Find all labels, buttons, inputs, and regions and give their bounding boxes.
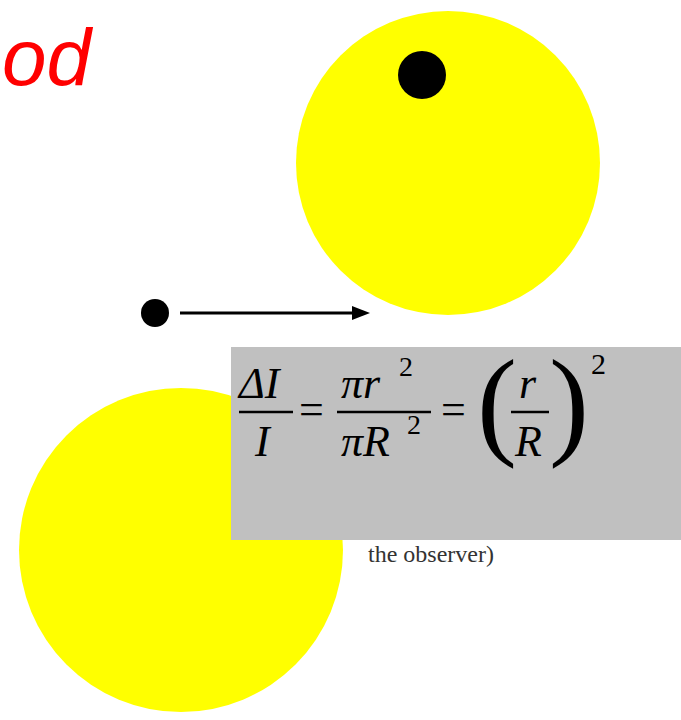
formula-term: πR bbox=[341, 420, 390, 464]
star-disk bbox=[296, 11, 600, 315]
formula-term: = bbox=[441, 388, 466, 432]
formula-box: ΔII=πr2πR2=(rR)2 bbox=[231, 347, 681, 540]
formula-term: = bbox=[299, 388, 324, 432]
formula-term: 2 bbox=[407, 411, 421, 439]
note-text: the observer) bbox=[368, 542, 494, 566]
formula-term: r bbox=[519, 362, 536, 406]
arrow-head bbox=[352, 306, 370, 320]
formula-term: ( bbox=[477, 343, 517, 463]
planet-dot bbox=[398, 51, 446, 99]
formula-term: ) bbox=[549, 343, 589, 463]
formula-term: R bbox=[515, 420, 542, 464]
fraction-bars bbox=[231, 347, 681, 540]
motion-arrow bbox=[180, 312, 356, 315]
fraction-bar bbox=[239, 411, 293, 414]
formula-term: 2 bbox=[591, 349, 606, 379]
title-fragment: od bbox=[2, 18, 91, 98]
formula-term: 2 bbox=[399, 353, 413, 381]
planet-dot bbox=[141, 299, 169, 327]
formula-term: ΔI bbox=[239, 362, 279, 406]
formula-term: πr bbox=[341, 362, 380, 406]
formula-term: I bbox=[255, 420, 270, 464]
